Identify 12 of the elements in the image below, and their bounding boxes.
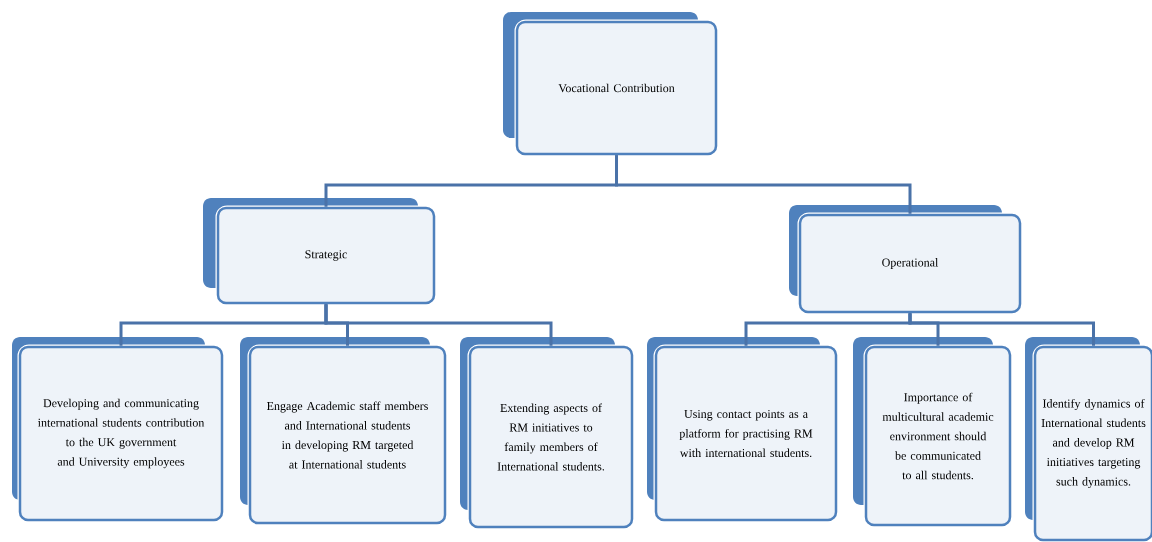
text-box: Importance of multicultural academic environment should be communicated to all students.	[853, 337, 1013, 528]
text-box: Operational	[789, 205, 1023, 315]
connector-line	[615, 155, 912, 214]
text-box: Strategic	[203, 198, 437, 306]
text-box: Identify dynamics of International students and develop RM initiatives targeting such dynamics.	[1025, 337, 1152, 542]
text-box: Vocational Contribution	[503, 12, 719, 157]
text-box: Using contact points as a platform for practising RM with international students.	[647, 337, 839, 523]
text-box: Extending aspects of RM initiatives to family members of International students.	[460, 337, 635, 530]
text-box: Engage Academic staff members and International students in developing RM targeted at International students	[240, 337, 448, 526]
connector-line	[908, 313, 1095, 346]
connector-line	[324, 304, 553, 346]
text-box: Developing and communicating international students contribution to the UK government and University employees	[12, 337, 225, 523]
